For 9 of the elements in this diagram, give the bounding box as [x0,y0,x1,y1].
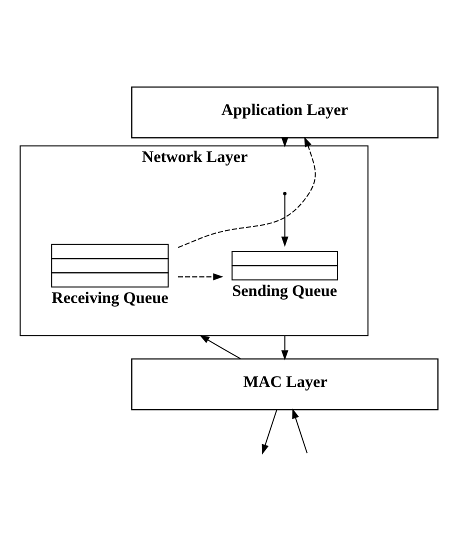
arrow [262,410,278,455]
arrow [292,408,308,454]
node-label: Receiving Queue [52,288,168,307]
node-label: Sending Queue [232,282,338,300]
arrow [281,336,288,360]
arrow [178,273,224,280]
node-box: MAC Layer [131,358,439,410]
arrow [281,194,288,247]
arrow [199,334,241,360]
